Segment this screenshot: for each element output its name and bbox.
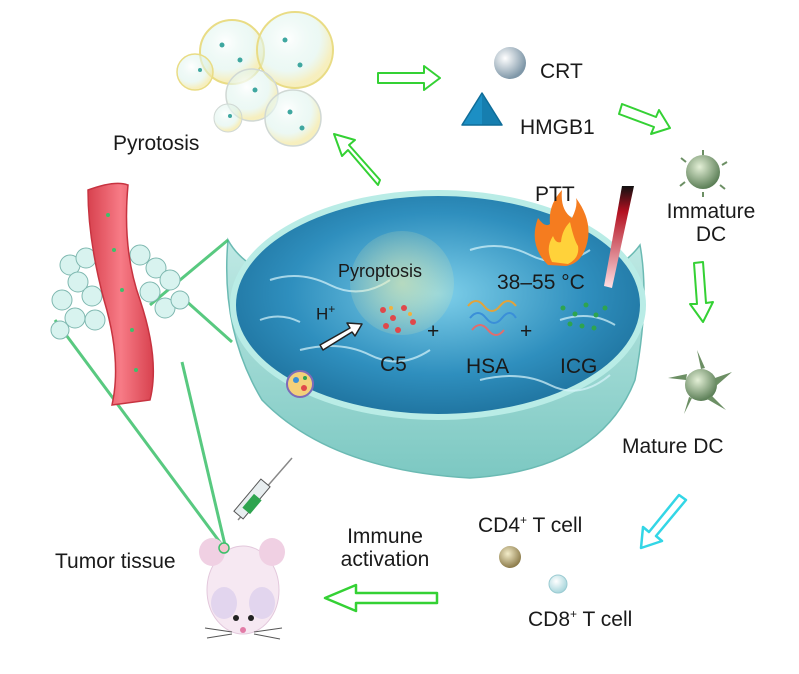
c5-label: C5 — [380, 353, 407, 376]
icg-label: ICG — [560, 355, 598, 378]
immature-dc-icon — [679, 150, 728, 197]
arrow-to-mature-dc — [689, 261, 714, 323]
arrow-to-crt — [377, 65, 441, 91]
arrow-to-mouse — [323, 583, 439, 613]
arrow-to-t-cells — [639, 493, 688, 550]
crt-label: CRT — [540, 60, 583, 83]
temperature-label: 38–55 °C — [497, 271, 585, 294]
arrow-to-pyrotosis — [333, 133, 381, 186]
tumor-zoom-cone — [53, 238, 233, 546]
mature-dc-icon — [668, 350, 732, 414]
pyrotosis-label: Pyrotosis — [113, 132, 200, 155]
plus-sign-2: + — [520, 320, 533, 343]
tumor-cell-cluster — [50, 238, 190, 340]
immune-activation-label: Immune activation — [340, 525, 430, 572]
cd4-t-cell-label: CD4+ T cell — [478, 513, 583, 537]
laser-probe-icon — [604, 186, 634, 288]
immature-dc-label: Immature DC — [666, 200, 756, 247]
hmgb1-pyramid-icon — [461, 92, 503, 126]
cd8-t-cell-label: CD8+ T cell — [528, 607, 633, 631]
mature-dc-label: Mature DC — [622, 435, 724, 458]
nanoparticle-icon — [286, 370, 314, 398]
pyroptosis-label: Pyroptosis — [338, 261, 423, 281]
tumor-tissue-label: Tumor tissue — [55, 550, 176, 573]
h-plus-label: H+ — [316, 302, 336, 324]
ptt-label: PTT — [535, 183, 575, 206]
arrow-to-immature-dc — [618, 103, 671, 135]
h-plus-arrow-icon — [319, 322, 363, 351]
crt-sphere-icon — [494, 47, 526, 79]
c5-particles — [380, 305, 416, 333]
blood-vessel-icon — [87, 182, 155, 406]
plus-sign-1: + — [427, 320, 440, 343]
flame-icon — [534, 190, 589, 266]
cycle-arrows — [323, 65, 714, 613]
pyrotosis-bubbles-icon — [176, 11, 334, 147]
hsa-label: HSA — [466, 355, 510, 378]
syringe-icon — [233, 457, 293, 521]
mouse-icon — [199, 538, 285, 640]
hsa-protein-icon — [467, 300, 517, 336]
hmgb1-label: HMGB1 — [520, 116, 595, 139]
cd8-t-cell-icon — [548, 574, 568, 594]
icg-particles — [560, 302, 608, 331]
cd4-t-cell-icon — [499, 546, 521, 568]
